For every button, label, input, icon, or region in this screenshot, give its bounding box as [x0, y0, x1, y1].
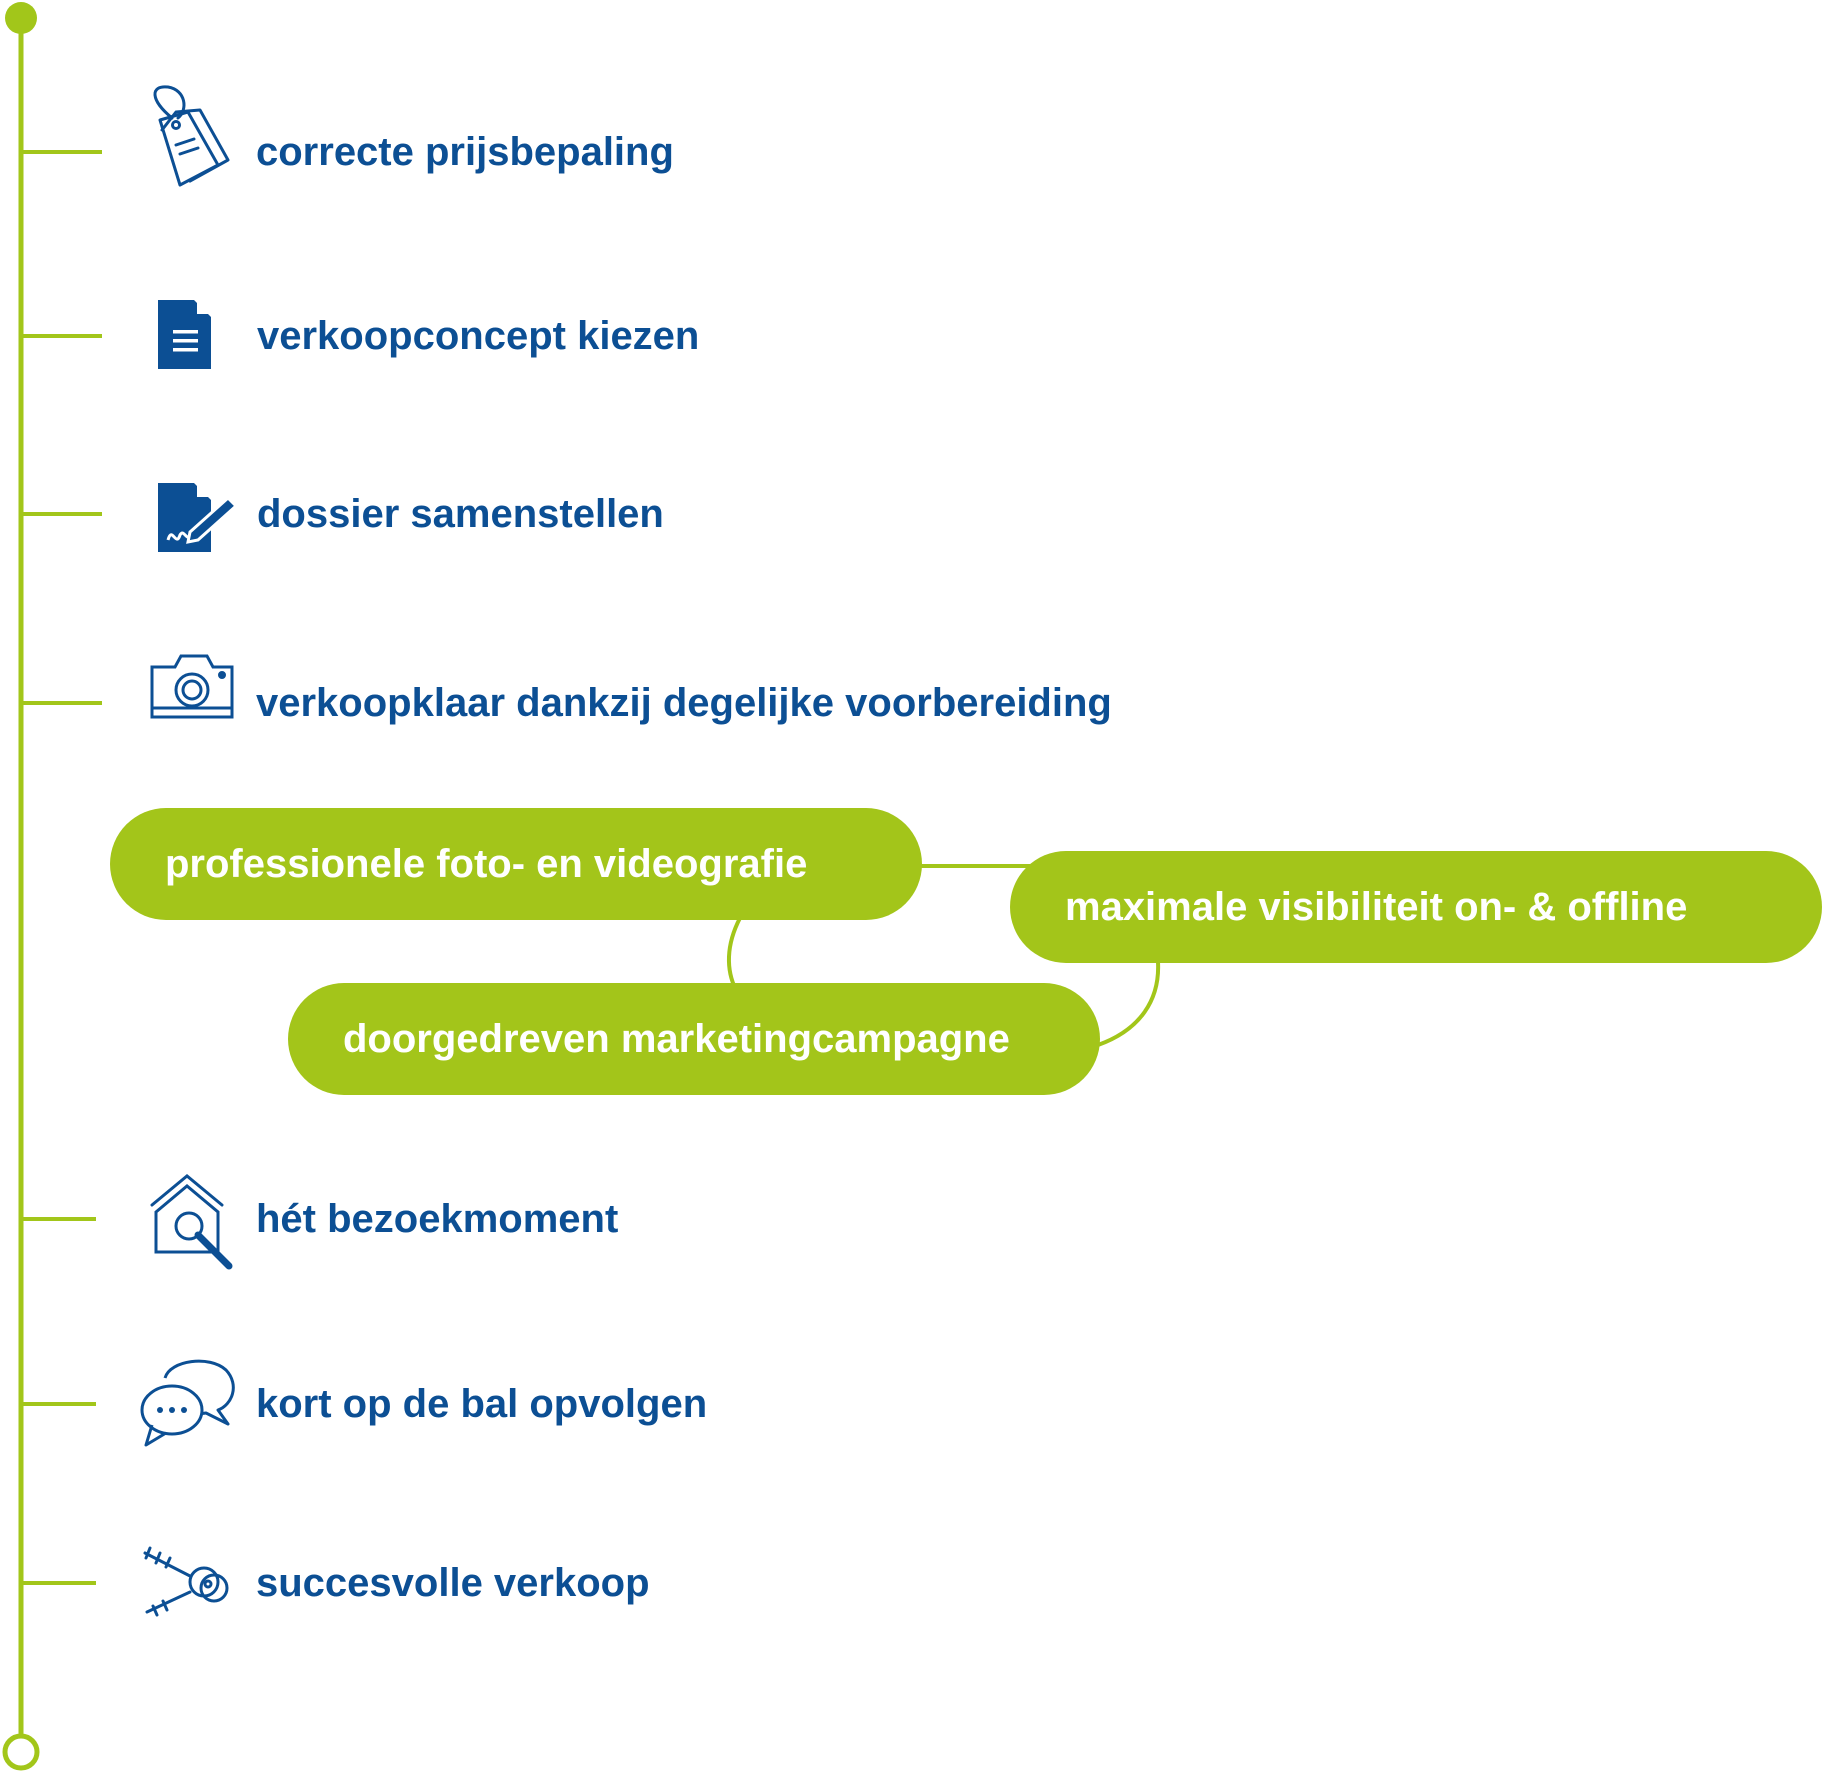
step-label-verkoopconcept: verkoopconcept kiezen — [257, 314, 700, 358]
pill-connector — [726, 917, 742, 991]
timeline-end-dot — [2, 1733, 40, 1771]
document-icon — [158, 300, 211, 369]
pill-label: maximale visibiliteit on- & offline — [1065, 884, 1688, 929]
camera-icon — [150, 654, 234, 719]
pill-connector — [1097, 961, 1161, 1047]
signed-document-icon — [158, 483, 239, 552]
step-label-verkoopklaar: verkoopklaar dankzij degelijke voorberei… — [256, 681, 1112, 725]
step-label-dossier: dossier samenstellen — [257, 492, 664, 536]
timeline-start-dot — [5, 2, 37, 34]
step-label-opvolgen: kort op de bal opvolgen — [256, 1382, 708, 1426]
step-label-bezoekmoment: hét bezoekmoment — [256, 1197, 619, 1241]
pill-foto-videografie: professionele foto- en videografie — [110, 808, 922, 920]
step-label-prijsbepaling: correcte prijsbepaling — [256, 130, 674, 174]
chat-bubbles-icon — [140, 1359, 235, 1447]
price-tag-icon — [153, 85, 230, 187]
pill-label: doorgedreven marketingcampagne — [343, 1016, 1010, 1061]
pill-visibiliteit: maximale visibiliteit on- & offline — [1010, 851, 1822, 963]
keys-icon — [143, 1546, 229, 1617]
pill-label: professionele foto- en videografie — [165, 841, 808, 886]
house-search-icon — [150, 1174, 233, 1270]
step-label-verkoop: succesvolle verkoop — [256, 1561, 650, 1605]
pill-background — [110, 808, 922, 920]
pill-background — [1010, 851, 1822, 963]
pill-background — [288, 983, 1100, 1095]
pill-marketingcampagne: doorgedreven marketingcampagne — [288, 983, 1100, 1095]
